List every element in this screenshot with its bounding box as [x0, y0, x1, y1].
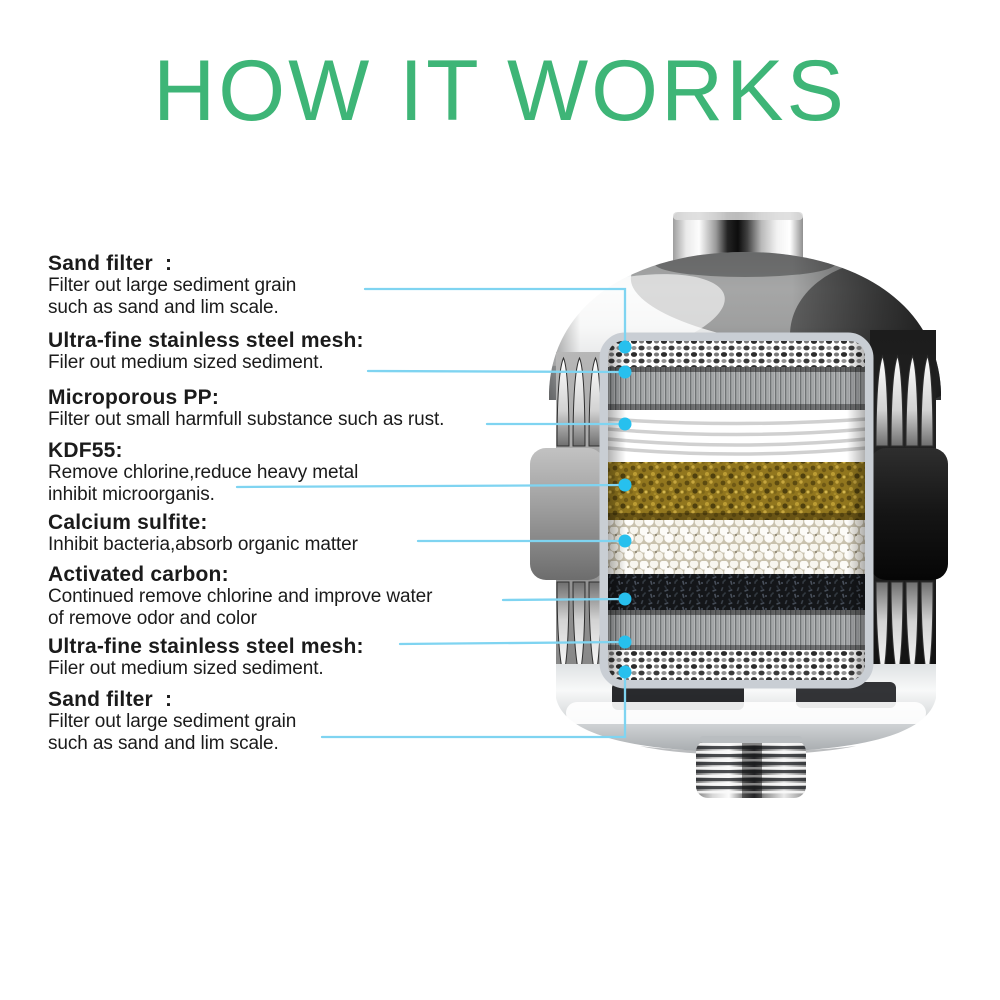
layer-microporous-pp	[608, 410, 865, 462]
fins-upper-right	[875, 354, 934, 447]
cutaway-window	[599, 332, 874, 689]
label-title: Activated carbon:	[48, 563, 229, 586]
layer-marker-dot-activated-carbon	[618, 592, 632, 606]
leader-line-activated-carbon	[501, 597, 627, 602]
layer-sand-filter-bottom	[608, 650, 865, 680]
layer-steel-mesh-bottom	[608, 610, 865, 650]
layer-marker-dot-steel-mesh-top	[618, 365, 632, 379]
layer-calcium-sulfite	[608, 520, 865, 574]
label-desc: Filer out medium sized sediment.	[48, 658, 324, 679]
label-kdf55: KDF55: Remove chlorine,reduce heavy meta…	[48, 439, 528, 506]
label-calcium-sulfite: Calcium sulfite: Inhibit bacteria,absorb…	[48, 511, 528, 556]
layer-marker-dot-steel-mesh-bottom	[618, 635, 632, 649]
label-steel-mesh-top: Ultra-fine stainless steel mesh: Filer o…	[48, 329, 528, 374]
label-title: KDF55:	[48, 439, 123, 462]
layer-activated-carbon	[608, 574, 865, 610]
label-desc: Filter out small harmfull substance such…	[48, 409, 445, 430]
leader-line-sand-filter-bottom	[320, 676, 627, 739]
base-highlight	[566, 702, 926, 724]
layer-kdf55	[608, 462, 865, 520]
layer-marker-dot-microporous-pp	[618, 417, 632, 431]
layer-marker-dot-calcium-sulfite	[618, 534, 632, 548]
label-desc: Inhibit bacteria,absorb organic matter	[48, 534, 358, 555]
label-title: Microporous PP:	[48, 386, 220, 409]
filter-bottom-connector	[696, 736, 806, 798]
layer-marker-dot-kdf55	[618, 478, 632, 492]
layer-steel-mesh-top	[608, 367, 865, 410]
mid-band-right	[870, 448, 948, 580]
label-title: Sand filter :	[48, 688, 173, 711]
label-title: Sand filter :	[48, 252, 173, 275]
layer-marker-dot-sand-filter-bottom	[618, 665, 632, 679]
layer-sand-filter-top	[608, 341, 865, 367]
label-steel-mesh-bottom: Ultra-fine stainless steel mesh: Filer o…	[48, 635, 528, 680]
label-desc: Filer out medium sized sediment.	[48, 352, 324, 373]
label-title: Calcium sulfite:	[48, 511, 208, 534]
leader-lines	[235, 287, 632, 739]
leader-line-steel-mesh-bottom	[398, 640, 627, 646]
label-sand-filter-bottom: Sand filter : Filter out large sediment …	[48, 688, 528, 755]
leader-line-steel-mesh-top	[366, 369, 627, 374]
page-title: HOW IT WORKS	[153, 43, 847, 139]
label-desc: Filter out large sediment grain such as …	[48, 275, 297, 318]
label-title: Ultra-fine stainless steel mesh:	[48, 329, 364, 352]
fins-lower-right	[875, 581, 934, 681]
leader-line-kdf55	[235, 483, 627, 489]
label-desc: Continued remove chlorine and improve wa…	[48, 586, 433, 629]
fins-lower-left	[556, 581, 602, 677]
label-desc: Remove chlorine,reduce heavy metal inhib…	[48, 462, 359, 505]
label-title: Ultra-fine stainless steel mesh:	[48, 635, 364, 658]
label-desc: Filter out large sediment grain such as …	[48, 711, 297, 754]
label-microporous-pp: Microporous PP: Filter out small harmful…	[48, 386, 528, 431]
layer-marker-dot-sand-filter-top	[618, 340, 632, 354]
mid-band-left	[530, 448, 604, 580]
label-activated-carbon: Activated carbon: Continued remove chlor…	[48, 563, 528, 630]
leader-line-sand-filter-top	[363, 287, 627, 343]
label-sand-filter-top: Sand filter : Filter out large sediment …	[48, 252, 528, 319]
